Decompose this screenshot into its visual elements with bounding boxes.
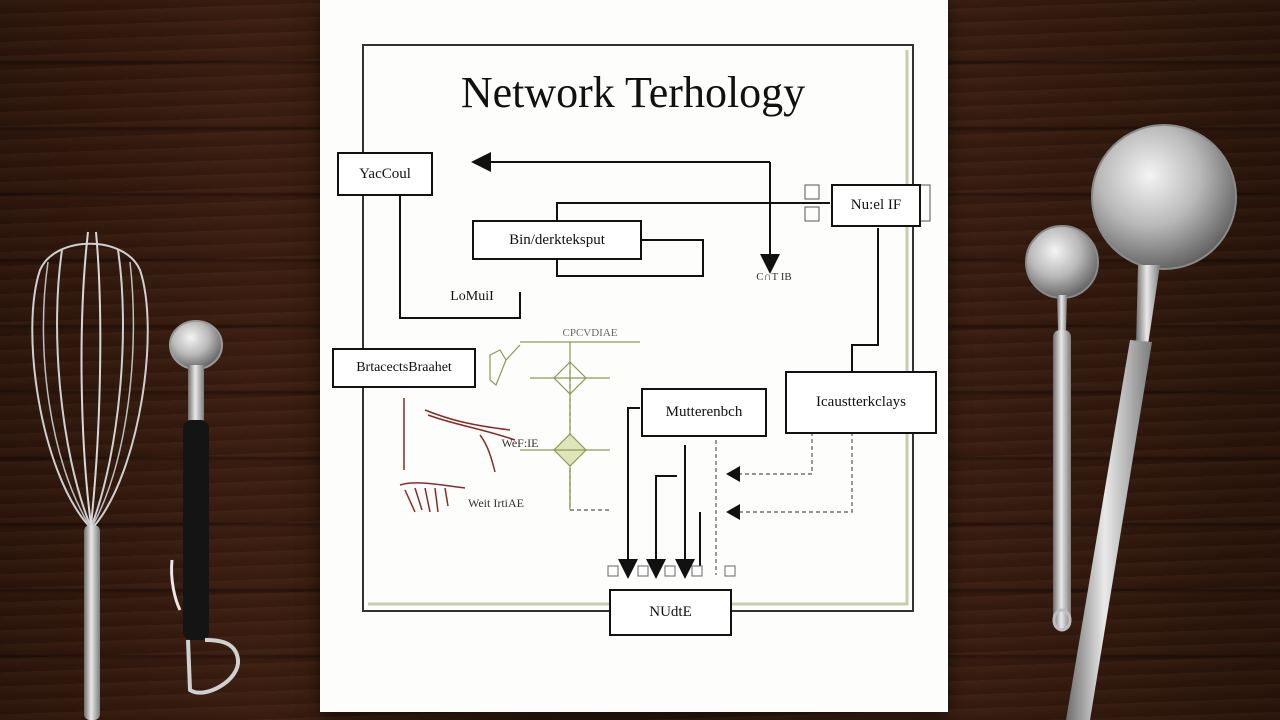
node-center: Mutterenbch	[641, 388, 767, 437]
sketch-geometry	[489, 341, 640, 510]
measuring-spoon-icon	[169, 320, 240, 695]
large-ladle-icon	[1066, 124, 1237, 720]
annotation-sketch-low: Weit IrtiAE	[468, 496, 524, 510]
sketch-red-strokes	[399, 398, 516, 513]
connectors	[399, 152, 879, 579]
node-top-right: Nu:el IF	[831, 184, 921, 227]
node-top-left: YacCoul	[337, 152, 433, 196]
arrow-marker-1	[726, 466, 740, 482]
label-lomuil: LoMuiI	[450, 289, 494, 304]
node-right: Icaustterkclays	[785, 371, 937, 434]
annotation-top-center: CPCVDIAE	[562, 327, 617, 339]
node-upper-mid: Bin/derkteksput	[472, 220, 642, 260]
annotation-sketch-mid: WeF:IE	[501, 436, 538, 450]
small-ladle-icon	[1025, 225, 1099, 632]
annotation-right-small: C∩T IB	[756, 271, 792, 283]
network-diagram: Network Terhology	[362, 44, 931, 612]
whisk-icon	[31, 231, 149, 720]
diagram-title: Network Terhology	[461, 68, 805, 117]
arrow-marker-2	[726, 504, 740, 520]
bottom-port-row	[607, 565, 736, 577]
diagram-frame	[362, 44, 914, 612]
paper-sheet: Network Terhology	[320, 0, 948, 712]
node-bottom: NUdtE	[609, 589, 732, 636]
node-mid-left: BrtacectsBraahet	[332, 348, 476, 388]
